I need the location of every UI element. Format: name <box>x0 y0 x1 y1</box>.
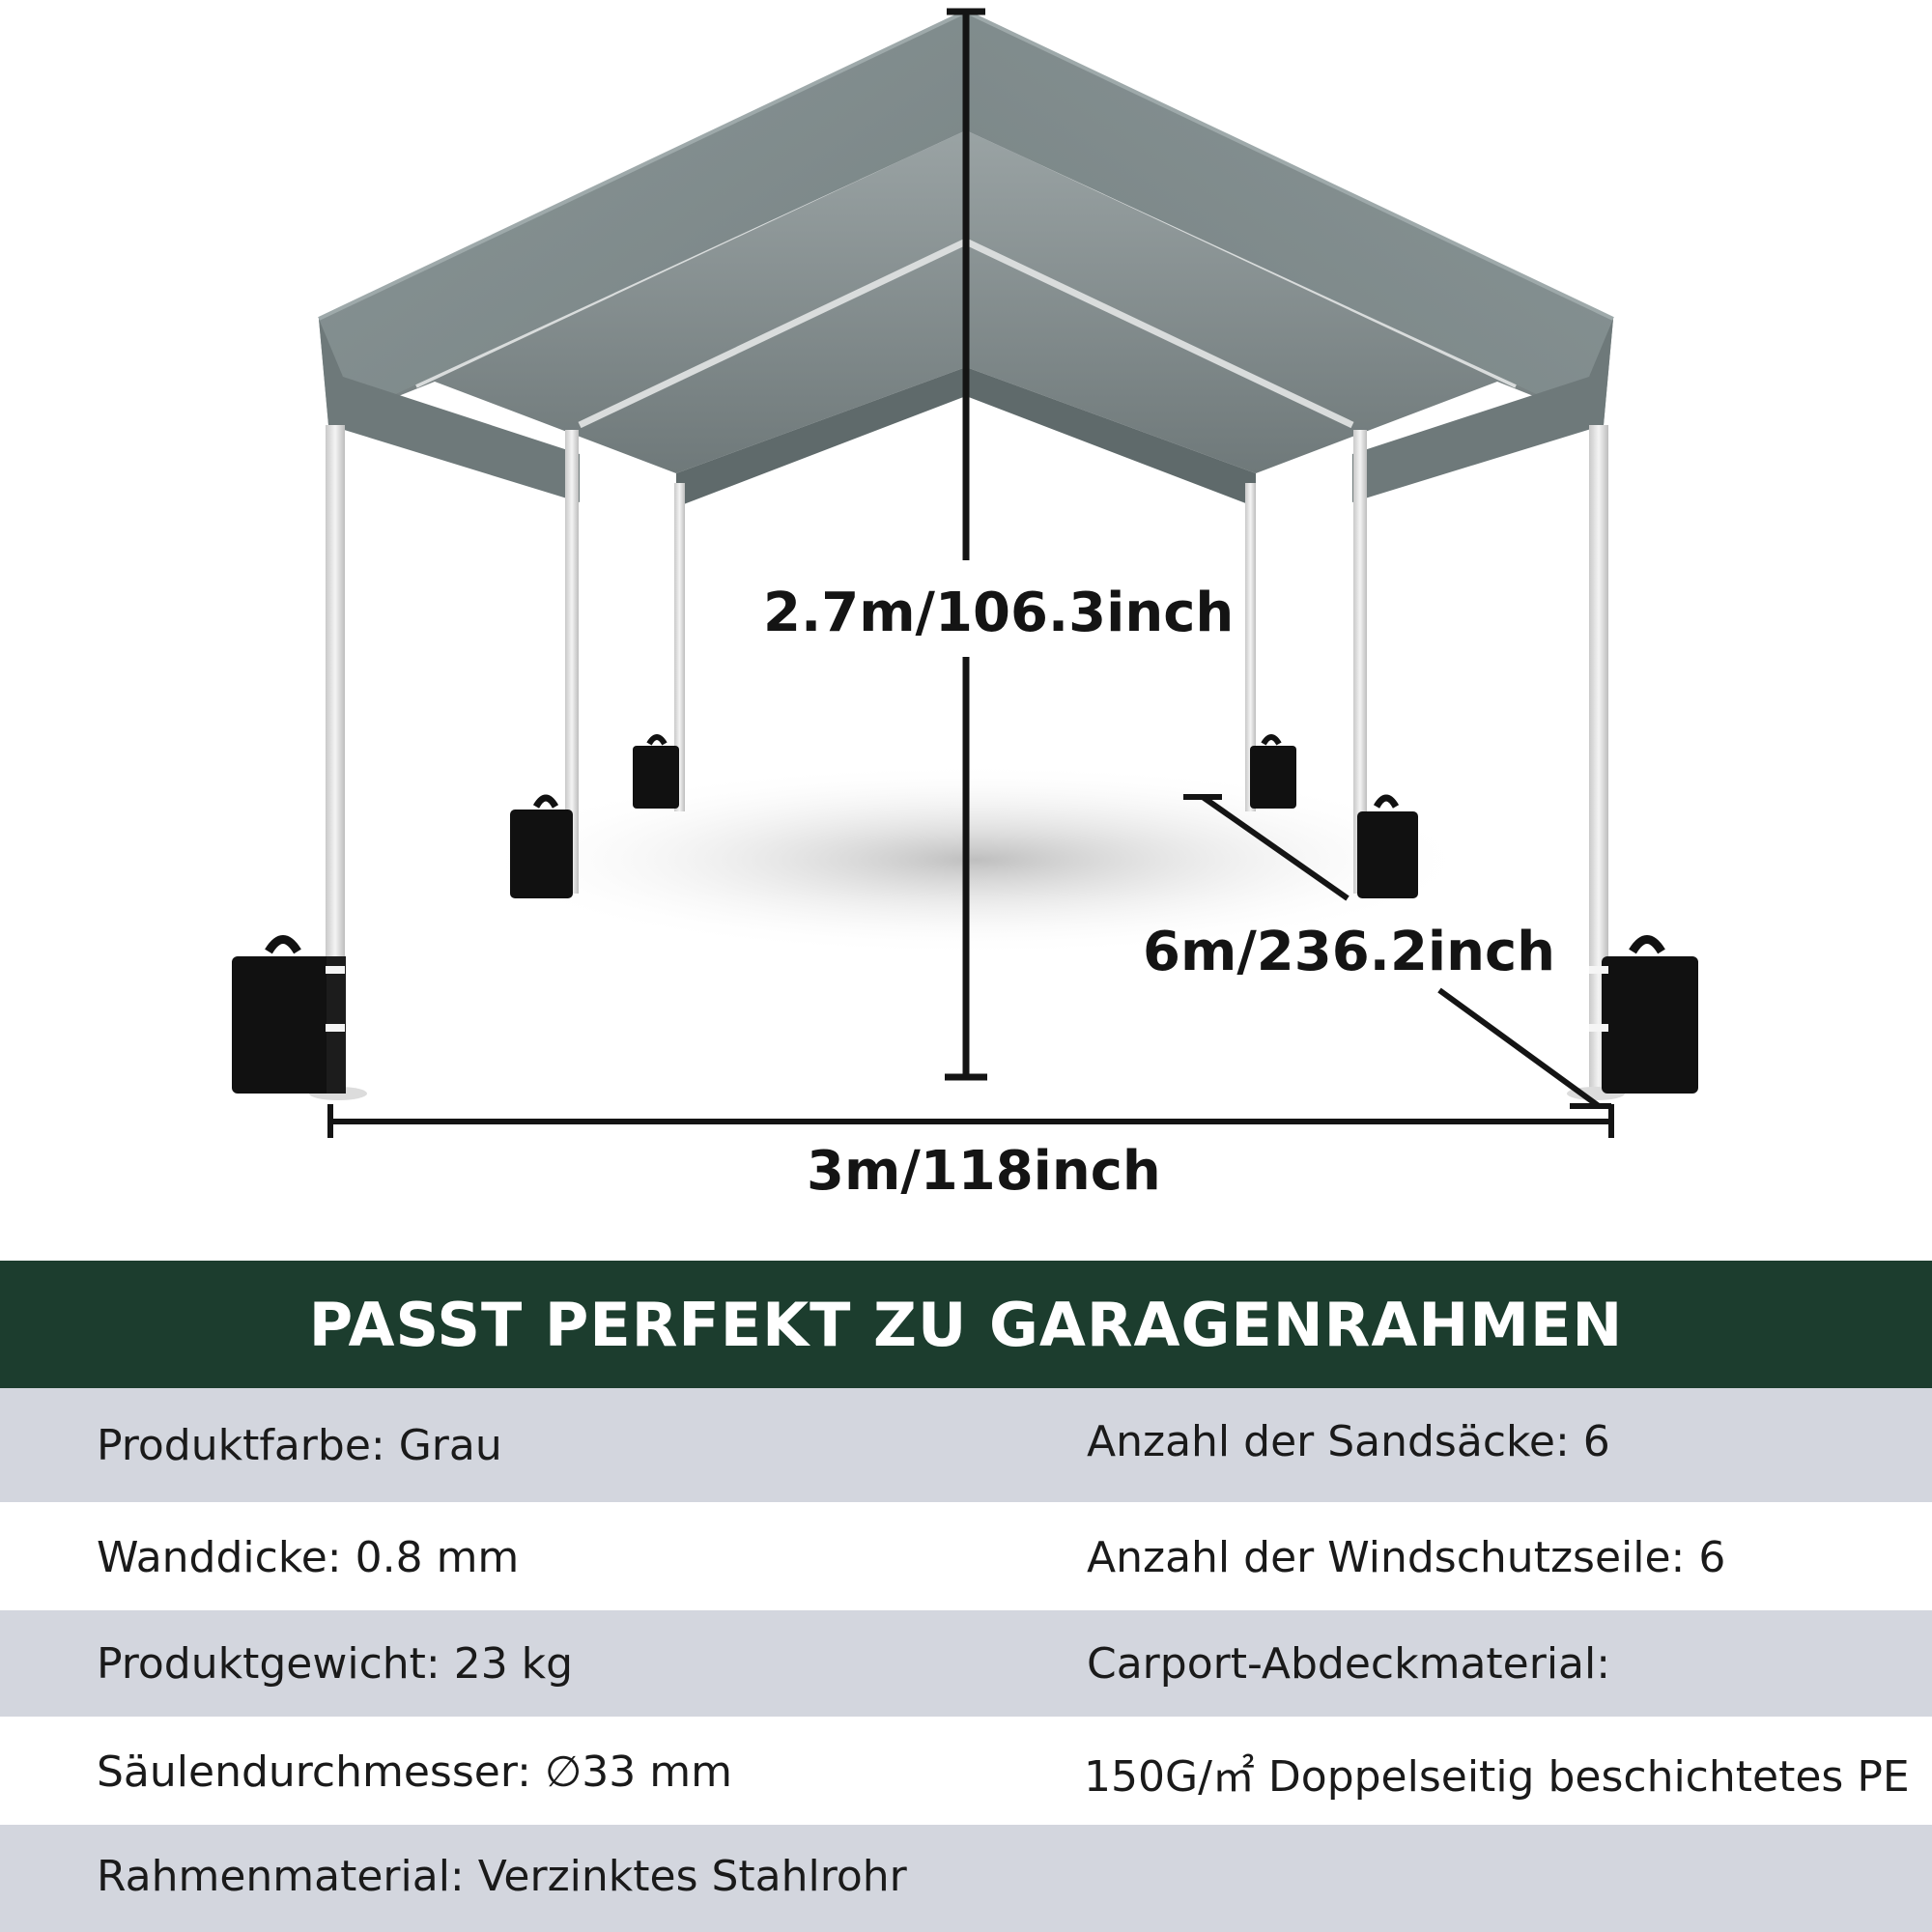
depth-label: 6m/236.2inch <box>1143 921 1556 983</box>
carport-illustration <box>232 8 1698 1138</box>
spec-product-weight: Produktgewicht: 23 kg <box>97 1639 574 1689</box>
pole-back-left <box>674 483 685 811</box>
banner-title: PASST PERFEKT ZU GARAGENRAHMEN <box>308 1289 1624 1360</box>
pole-mid-right <box>1353 430 1367 894</box>
pole-strap <box>326 966 345 974</box>
roof-right <box>966 12 1613 425</box>
spec-frame-material: Rahmenmaterial: Verzinktes Stahlrohr <box>97 1852 907 1901</box>
sandbag-front-left <box>232 935 346 1094</box>
height-label: 2.7m/106.3inch <box>763 582 1235 644</box>
pole-front-left <box>326 425 345 1092</box>
spec-sandbag-count: Anzahl der Sandsäcke: 6 <box>1087 1417 1610 1466</box>
pole-back-right <box>1245 483 1256 811</box>
spec-cover-material-value: 150G/㎡ Doppelseitig beschichtetes PE <box>1084 1752 1910 1802</box>
roof-left <box>319 12 966 425</box>
pole-front-right <box>1589 425 1608 1092</box>
spec-pole-diameter: Säulendurchmesser: ∅33 mm <box>97 1747 732 1797</box>
side-flap-left <box>319 319 580 502</box>
height-dimension-line <box>945 8 987 1081</box>
canopy-underside-right <box>966 130 1594 473</box>
pole-strap <box>1589 1024 1608 1032</box>
spec-row: Säulendurchmesser: ∅33 mm 150G/㎡ Doppels… <box>0 1717 1932 1825</box>
canopy-underside-left <box>338 130 966 473</box>
sandbag-front-right <box>1602 935 1698 1094</box>
depth-dimension-line <box>1183 794 1611 1109</box>
spec-row: Produktfarbe: Grau Anzahl der Sandsäcke:… <box>0 1388 1932 1502</box>
spec-windrope-count: Anzahl der Windschutzseile: 6 <box>1087 1533 1726 1582</box>
spec-product-color: Produktfarbe: Grau <box>97 1421 502 1470</box>
width-label: 3m/118inch <box>807 1140 1161 1203</box>
spec-row: Produktgewicht: 23 kg Carport-Abdeckmate… <box>0 1610 1932 1717</box>
side-flap-right <box>1352 319 1613 502</box>
title-banner: PASST PERFEKT ZU GARAGENRAHMEN <box>0 1261 1932 1388</box>
pole-strap <box>326 1024 345 1032</box>
spec-row: Rahmenmaterial: Verzinktes Stahlrohr <box>0 1825 1932 1932</box>
spec-cover-material-label: Carport-Abdeckmaterial: <box>1087 1639 1611 1689</box>
spec-wall-thickness: Wanddicke: 0.8 mm <box>97 1533 520 1582</box>
spec-row: Wanddicke: 0.8 mm Anzahl der Windschutzs… <box>0 1502 1932 1610</box>
sandbag-back-right <box>1250 734 1296 809</box>
pole-strap <box>1589 966 1608 974</box>
sandbag-mid-left <box>510 794 573 898</box>
sandbag-back-left <box>633 734 679 809</box>
width-dimension-line <box>327 1104 1614 1138</box>
pole-mid-left <box>565 430 579 894</box>
sandbag-mid-right <box>1357 794 1418 898</box>
